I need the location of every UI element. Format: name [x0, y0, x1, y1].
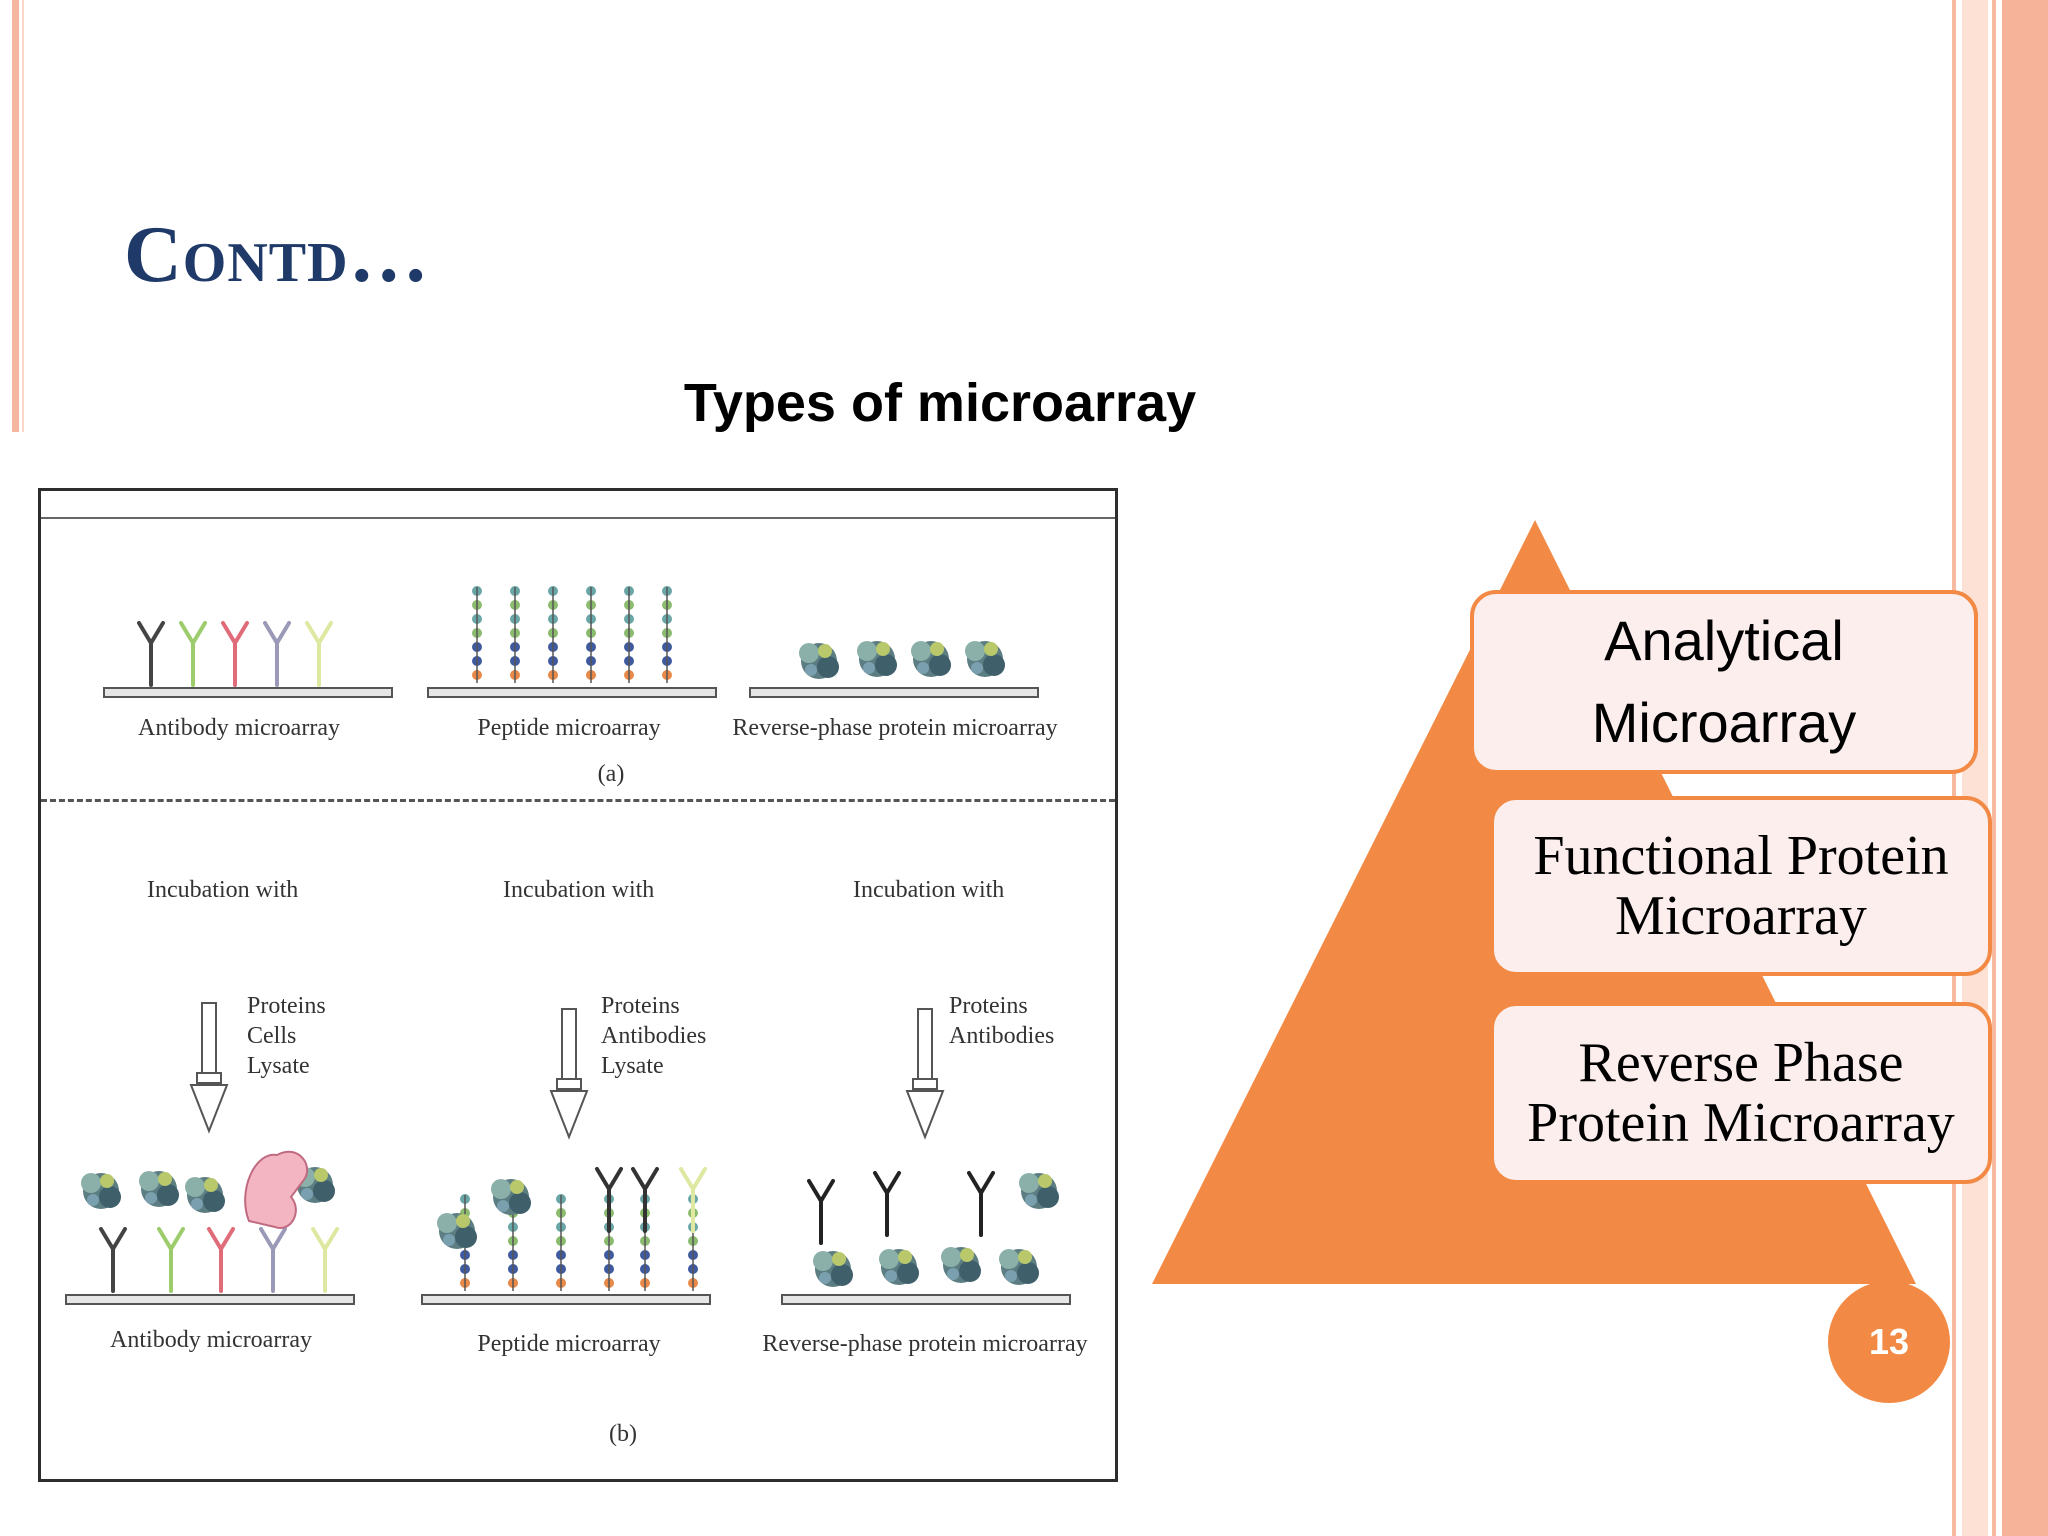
panel-label-antibody: Antibody microarray — [110, 1327, 312, 1353]
pyramid-level-line: Microarray — [1615, 885, 1867, 947]
reagent-label: Antibodies — [601, 1023, 707, 1049]
reagent-label: Lysate — [247, 1053, 310, 1079]
panel-label-peptide: Peptide microarray — [477, 1331, 661, 1357]
panel-label-peptide: Peptide microarray — [477, 715, 661, 741]
slide-plate — [103, 687, 393, 698]
pyramid-level-line: Microarray — [1591, 691, 1857, 754]
slide-plate — [749, 687, 1039, 698]
figure-top-rule — [41, 517, 1115, 519]
right-border-decoration — [1952, 0, 2048, 1536]
pyramid-level-functional: Functional Protein Microarray — [1490, 796, 1992, 976]
reagent-label: Cells — [247, 1023, 297, 1049]
slide-plate — [65, 1294, 355, 1305]
reagent-label: Lysate — [601, 1053, 664, 1079]
slide-subtitle: Types of microarray — [683, 373, 1197, 433]
incubation-label: Incubation with — [503, 877, 655, 903]
incubation-label: Incubation with — [853, 877, 1005, 903]
pyramid-level-line: Protein Microarray — [1527, 1092, 1955, 1154]
panel-label-reverse-phase: Reverse-phase protein microarray — [762, 1331, 1088, 1357]
pyramid-level-line: Reverse Phase — [1578, 1032, 1904, 1094]
slide-plate — [427, 687, 717, 698]
reagent-label: Proteins — [601, 993, 680, 1019]
reagent-label: Proteins — [949, 993, 1028, 1019]
incubation-label: Incubation with — [147, 877, 299, 903]
cell-icon — [244, 1150, 309, 1229]
reagent-label: Antibodies — [949, 1023, 1055, 1049]
reagent-label: Proteins — [247, 993, 326, 1019]
pyramid-level-line: Functional Protein — [1533, 825, 1949, 887]
figure-divider — [41, 799, 1115, 802]
pyramid-level-line: Analytical — [1604, 609, 1844, 672]
slide-plate — [421, 1294, 711, 1305]
slide-title: Contd… — [124, 211, 430, 299]
panel-label-reverse-phase: Reverse-phase protein microarray — [732, 715, 1058, 741]
page-number-badge: 13 — [1828, 1281, 1950, 1403]
figure-illustrations — [81, 585, 1059, 1293]
pyramid-level-analytical: Analytical Microarray — [1470, 590, 1978, 774]
panel-label-antibody: Antibody microarray — [138, 715, 340, 741]
pyramid-level-reverse-phase: Reverse Phase Protein Microarray — [1490, 1002, 1992, 1184]
slide-plate — [781, 1294, 1071, 1305]
left-border-accent — [12, 0, 19, 432]
part-label-a: (a) — [597, 761, 625, 787]
microarray-figure: Antibody microarray Peptide microarray R… — [38, 488, 1118, 1482]
part-label-b: (b) — [609, 1421, 637, 1447]
left-border-accent-thin — [22, 0, 24, 432]
